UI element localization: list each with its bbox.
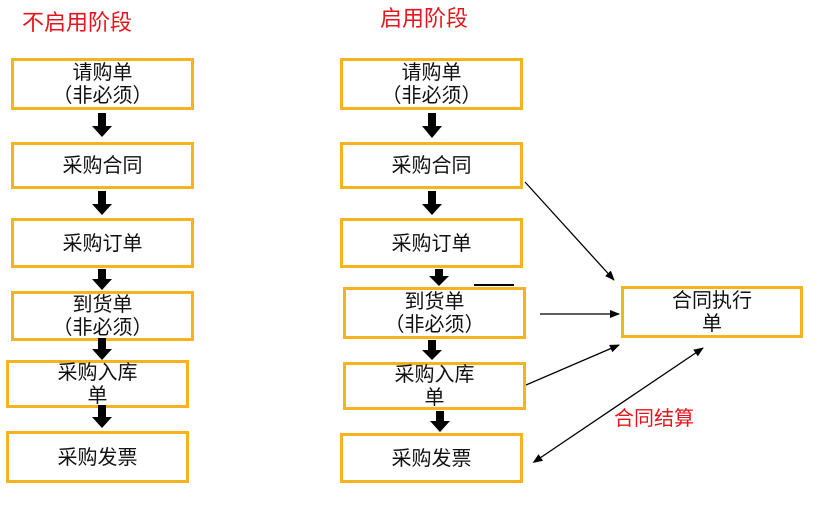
down-arrow-icon [422, 113, 442, 138]
right-request-order-box: 请购单 （非必须） [340, 58, 523, 110]
left-purchase-order-box: 采购订单 [11, 218, 194, 268]
right-down-arrows [422, 113, 514, 432]
right-purchase-order-box: 采购订单 [340, 218, 523, 268]
left-purchase-contract-box: 采购合同 [11, 142, 194, 189]
box-line1: 采购订单 [391, 230, 472, 255]
box-line2: 单 [87, 383, 108, 407]
left-purchase-receipt-box: 采购入库 单 [6, 360, 189, 408]
box-line1: 合同执行 [672, 288, 752, 312]
down-arrow-icon [422, 191, 442, 215]
left-down-arrows [92, 113, 112, 428]
right-arrival-note-box: 到货单 （非必须） [343, 287, 526, 339]
contract-execution-box: 合同执行 单 [621, 286, 803, 338]
box-line1: 请购单 [401, 60, 462, 84]
box-line1: 到货单 [72, 292, 133, 316]
box-line2: （非必须） [52, 315, 153, 339]
receipt-to-execution-arrow [525, 344, 620, 386]
box-line2: （非必须） [381, 83, 482, 107]
box-line2: 单 [424, 385, 445, 409]
right-purchase-contract-box: 采购合同 [340, 142, 523, 189]
box-line2: （非必须） [384, 312, 485, 336]
down-arrow-icon [430, 411, 450, 432]
settlement-double-arrow [532, 347, 704, 464]
left-request-order-box: 请购单 （非必须） [11, 58, 194, 110]
down-arrow-icon [429, 269, 449, 286]
down-arrow-icon [92, 338, 112, 360]
down-arrow-icon [92, 191, 112, 215]
right-stage-title: 启用阶段 [380, 7, 469, 32]
down-arrow-icon [422, 340, 442, 360]
down-arrow-icon [92, 113, 112, 137]
box-line1: 采购合同 [62, 153, 143, 177]
right-purchase-receipt-box: 采购入库 单 [343, 362, 526, 410]
down-arrow-icon [92, 405, 112, 428]
contract-to-execution-arrow [524, 181, 615, 281]
down-arrow-icon [92, 269, 112, 290]
connector-tick [474, 284, 514, 286]
box-line2: 单 [702, 311, 722, 335]
box-line1: 采购发票 [391, 445, 472, 470]
box-line1: 采购发票 [57, 444, 138, 469]
right-purchase-invoice-box: 采购发票 [340, 433, 523, 483]
box-line1: 采购入库 [394, 362, 475, 386]
box-line1: 采购合同 [391, 153, 472, 177]
box-line1: 请购单 [72, 60, 133, 84]
box-line1: 采购入库 [57, 360, 138, 384]
box-line2: （非必须） [52, 83, 153, 107]
left-purchase-invoice-box: 采购发票 [6, 431, 189, 483]
left-stage-title: 不启用阶段 [22, 11, 133, 36]
box-line1: 到货单 [404, 289, 465, 313]
box-line1: 采购订单 [62, 230, 143, 255]
